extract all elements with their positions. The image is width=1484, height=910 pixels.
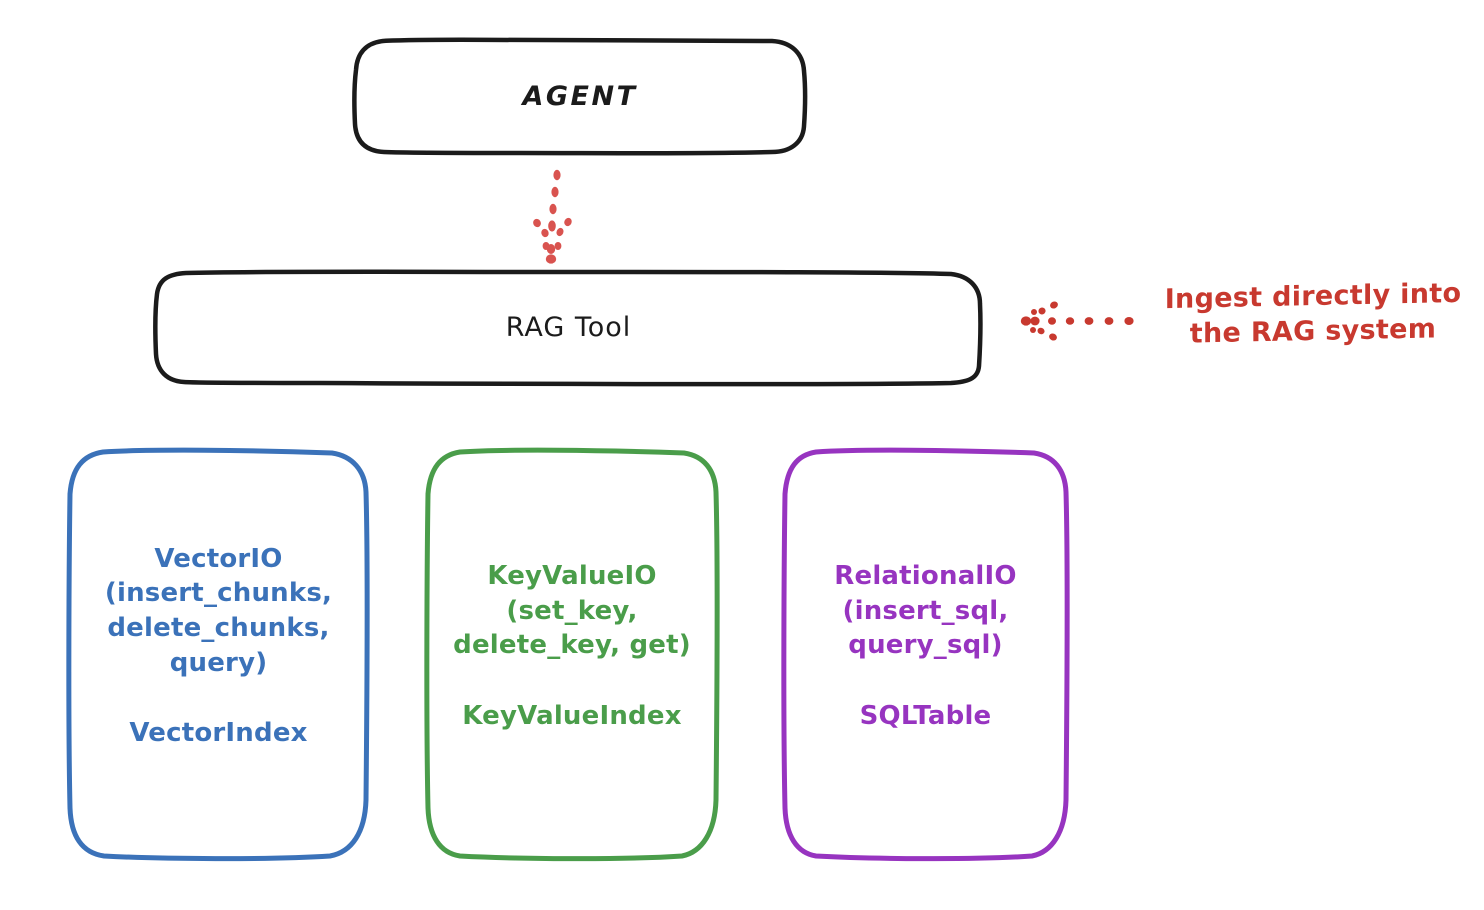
relational-io-box-outline xyxy=(781,447,1070,862)
vector-io-content: VectorIO (insert_chunks, delete_chunks, … xyxy=(105,542,332,748)
vector-io-node[interactable]: VectorIO (insert_chunks, delete_chunks, … xyxy=(70,450,367,858)
ingest-annotation-text: Ingest directly into the RAG system xyxy=(1164,277,1462,350)
relational-io-node[interactable]: RelationalIO (insert_sql, query_sql) SQL… xyxy=(785,450,1066,858)
vector-io-label: VectorIO (insert_chunks, delete_chunks, … xyxy=(104,543,333,678)
key-value-io-content: KeyValueIO (set_key, delete_key, get) Ke… xyxy=(453,559,691,731)
key-value-io-index-label: KeyValueIndex xyxy=(462,700,682,731)
rag-tool-box-outline xyxy=(153,269,983,387)
key-value-io-label: KeyValueIO (set_key, delete_key, get) xyxy=(453,561,691,661)
rag-tool-node[interactable]: RAG Tool xyxy=(156,272,981,383)
vector-io-index-label: VectorIndex xyxy=(129,718,308,749)
ingest-arrow xyxy=(1020,301,1134,341)
key-value-io-box-outline xyxy=(424,447,720,862)
agent-node[interactable]: AGENT xyxy=(355,40,805,153)
ingest-annotation: Ingest directly into the RAG system xyxy=(1148,278,1478,350)
relational-io-index-label: SQLTable xyxy=(859,700,992,731)
agent-label: AGENT xyxy=(522,80,638,112)
key-value-io-node[interactable]: KeyValueIO (set_key, delete_key, get) Ke… xyxy=(428,450,716,858)
vector-io-box-outline xyxy=(66,447,370,862)
agent-to-rag-tool-arrow xyxy=(533,169,572,264)
rag-tool-label: RAG Tool xyxy=(505,311,632,343)
relational-io-content: RelationalIO (insert_sql, query_sql) SQL… xyxy=(834,559,1016,731)
agent-box-outline xyxy=(352,37,808,156)
relational-io-label: RelationalIO (insert_sql, query_sql) xyxy=(834,561,1017,661)
